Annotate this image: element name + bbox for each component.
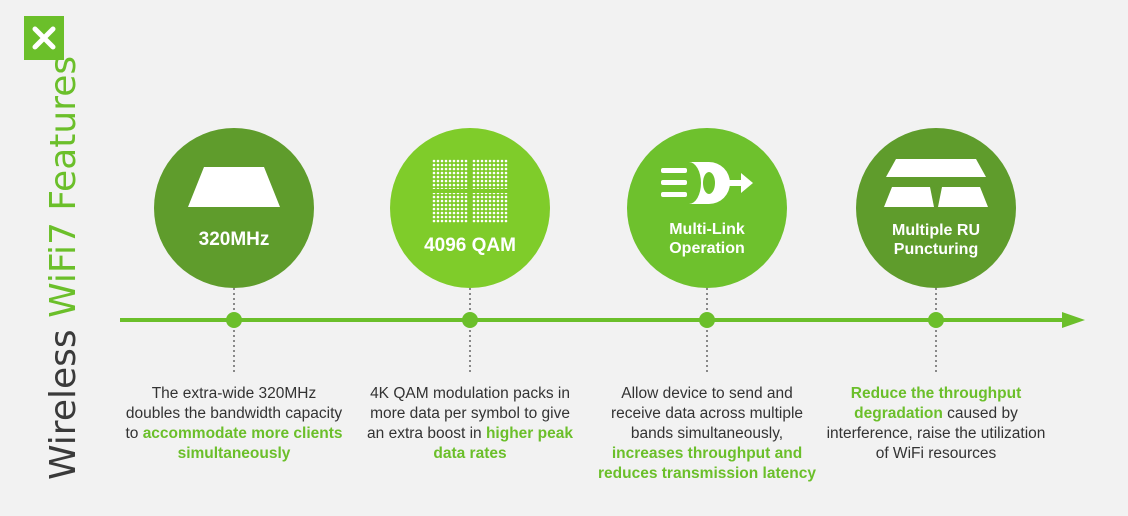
multi-link-icon: [661, 162, 753, 204]
ru-puncturing-icon: [884, 159, 988, 207]
feature-description-4096qam: 4K QAM modulation packs in more data per…: [360, 384, 580, 464]
desc-highlight: higher peak data rates: [433, 425, 573, 462]
timeline-dot-2: [462, 312, 478, 328]
desc-text: Allow device to send and receive data ac…: [610, 385, 804, 442]
feature-label-line-2: Puncturing: [893, 241, 979, 258]
desc-text: 4K QAM modulation packs in more data per…: [367, 385, 570, 442]
feature-description-ru-puncturing: Reduce the throughput degradation caused…: [826, 384, 1046, 464]
feature-description-multi-link: Allow device to send and receive data ac…: [597, 384, 817, 484]
feature-circle-ru-puncturing: Multiple RU Puncturing: [856, 128, 1016, 288]
logo: [24, 16, 64, 60]
desc-text: caused by interference, raise the utiliz…: [826, 405, 1046, 462]
feature-label-line-1: Multi-Link: [669, 221, 745, 238]
qam-constellation-icon: [432, 159, 508, 223]
feature-description-320mhz: The extra-wide 320MHz doubles the bandwi…: [124, 384, 344, 464]
timeline-dot-3: [699, 312, 715, 328]
timeline-dot-1: [226, 312, 242, 328]
x-logo-icon: [32, 26, 56, 50]
desc-highlight: Reduce the throughput degradation: [850, 385, 1022, 422]
feature-label: 4096 QAM: [424, 235, 516, 256]
feature-label: 320MHz: [198, 229, 270, 250]
trapezoid-channel-icon: [188, 167, 280, 207]
desc-highlight: increases throughput and reduces transmi…: [598, 445, 816, 482]
timeline-dot-4: [928, 312, 944, 328]
feature-label-line-2: Operation: [669, 240, 745, 257]
desc-text: The extra-wide 320MHz doubles the bandwi…: [125, 385, 343, 442]
desc-highlight: accommodate more clients simultaneously: [142, 425, 343, 462]
feature-circle-4096qam: 4096 QAM: [390, 128, 550, 288]
feature-label-line-1: Multiple RU: [892, 222, 980, 239]
timeline-arrowhead: [1062, 312, 1085, 328]
feature-circle-320mhz: 320MHz: [154, 128, 314, 288]
feature-circle-multi-link: Multi-Link Operation: [627, 128, 787, 288]
